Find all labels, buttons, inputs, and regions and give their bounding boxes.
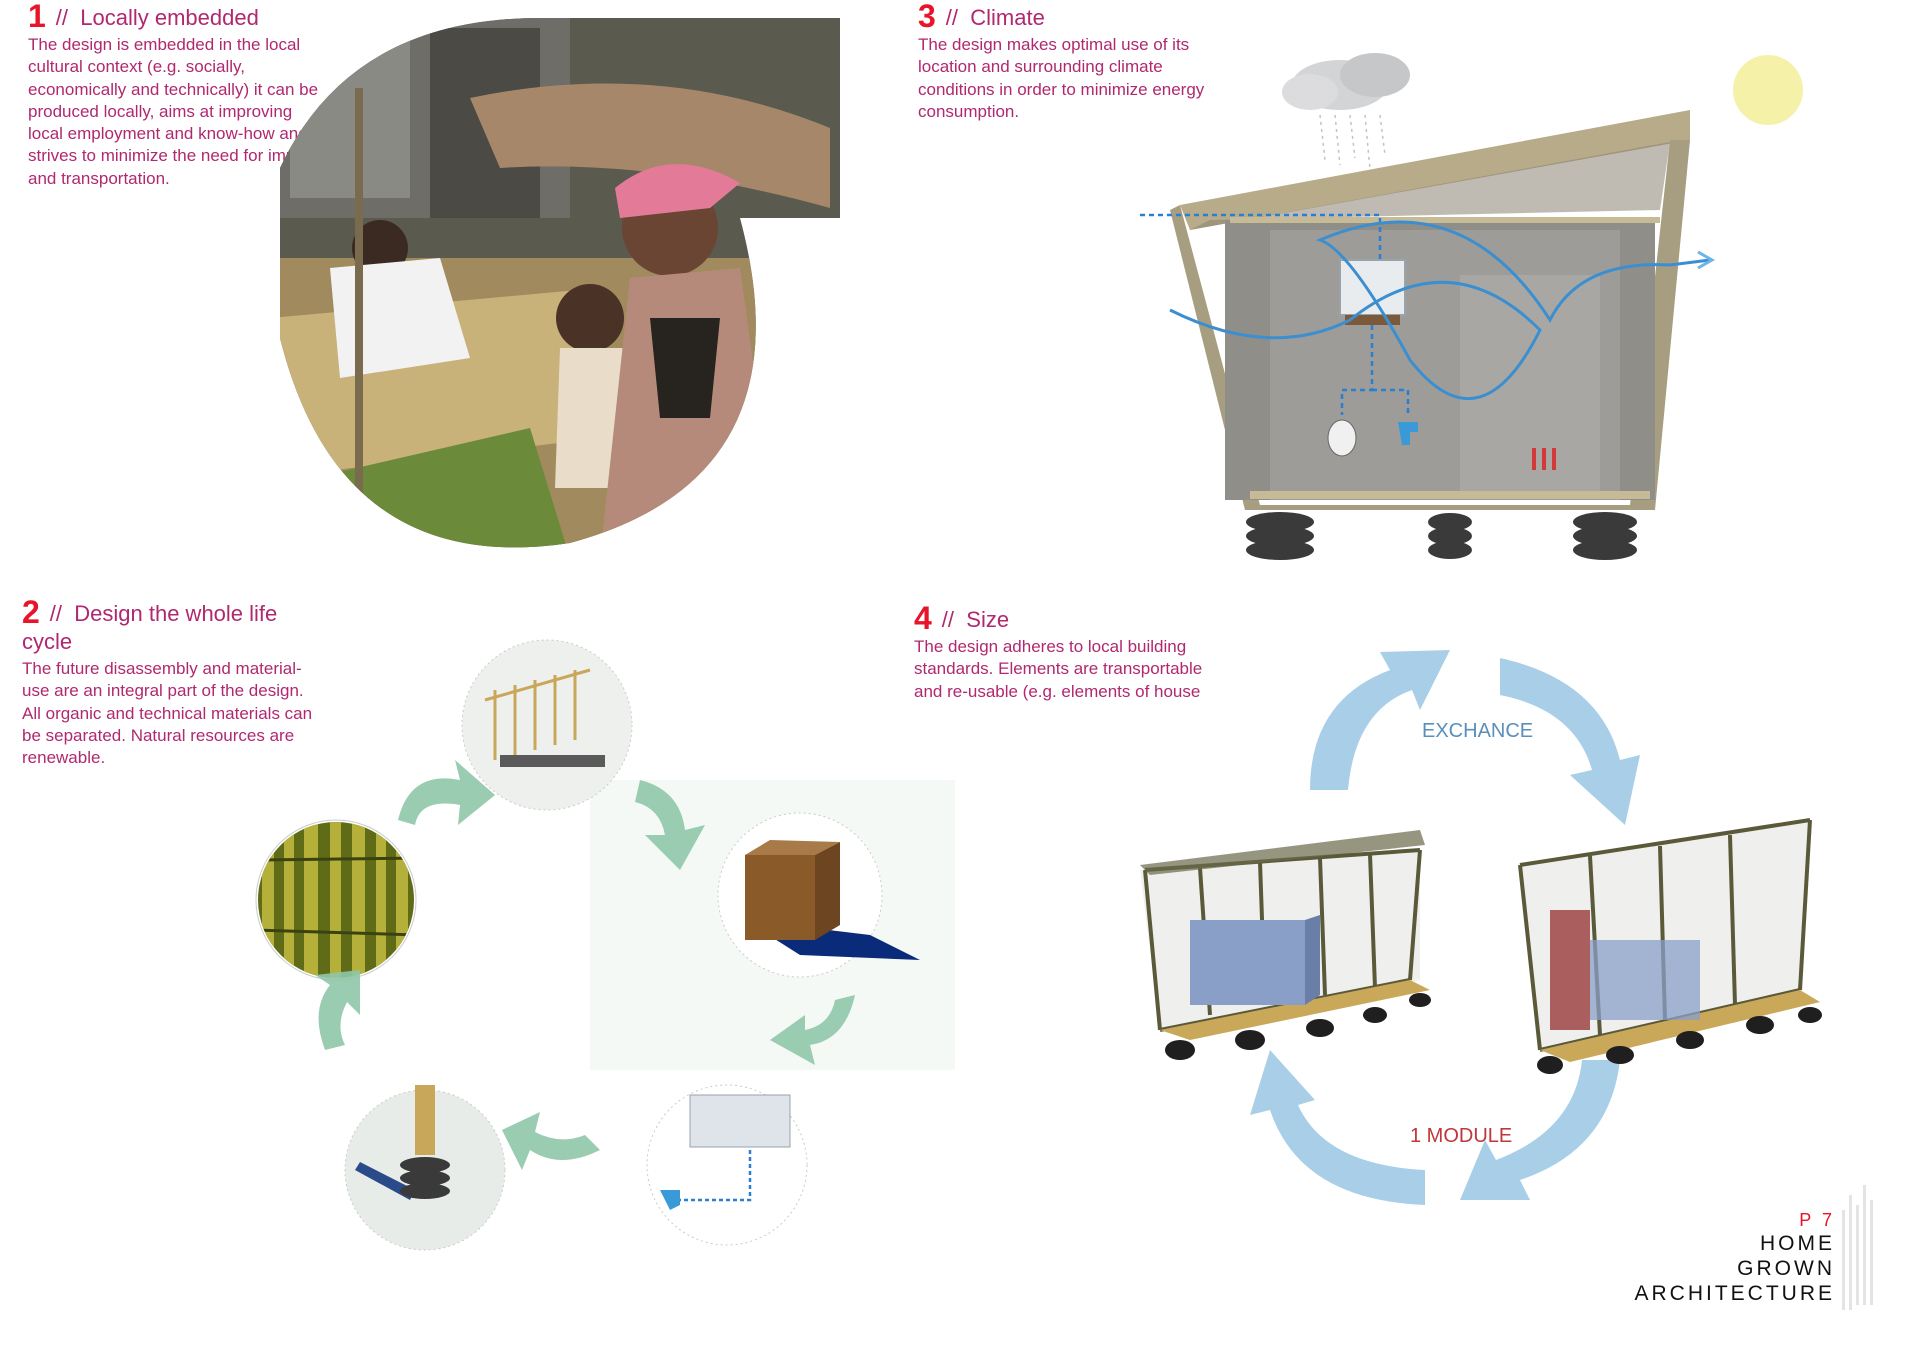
brand-bars-icon: [1842, 1185, 1873, 1310]
sun-icon: [1733, 55, 1803, 125]
tire-stack-right: [1573, 512, 1637, 560]
section-1-number: 1: [28, 0, 46, 34]
tire-stack-middle: [1428, 513, 1472, 559]
water-tank-icon: [646, 1084, 808, 1246]
brand-line-1: HOME: [1760, 1232, 1835, 1255]
module-exchange-diagram: [1140, 650, 1822, 1205]
tire-foundation-icon: [344, 1085, 506, 1251]
section-1-body: The design is embedded in the local cult…: [28, 35, 319, 188]
module-house: [1140, 830, 1431, 1060]
section-3-climate: 3 // Climate The design makes optimal use…: [918, 0, 1238, 123]
brand-block: P 7 HOME GROWN ARCHITECTURE: [1600, 1200, 1835, 1310]
section-3-heading: 3 // Climate: [918, 0, 1238, 34]
section-3-separator: //: [945, 5, 959, 30]
section-4-title: Size: [966, 607, 1010, 632]
brand-line-3: ARCHITECTURE: [1634, 1282, 1835, 1305]
section-3-number: 3: [918, 0, 936, 34]
people-photo: [280, 18, 840, 548]
section-3-title: Climate: [970, 5, 1045, 30]
section-2-life-cycle: 2 // Design the whole life cycle The futu…: [22, 596, 322, 769]
section-4-body: The design adheres to local building sta…: [914, 637, 1203, 701]
exchange-label: EXCHANCE: [1422, 720, 1534, 742]
section-1-locally-embedded: 1 // Locally embedded The design is embed…: [28, 0, 328, 190]
section-4-separator: //: [941, 607, 955, 632]
section-4-number: 4: [914, 600, 932, 636]
section-1-heading: 1 // Locally embedded: [28, 0, 328, 34]
section-4-heading: 4 // Size: [914, 602, 1234, 634]
section-2-separator: //: [49, 601, 63, 626]
tire-stack-left: [1246, 512, 1314, 560]
module-house-right: [1518, 818, 1822, 1074]
climate-house: [1140, 53, 1803, 560]
section-4-size: 4 // Size The design adheres to local bui…: [914, 602, 1234, 703]
section-2-body: The future disassembly and material-use …: [22, 659, 313, 768]
crate-icon: [717, 812, 920, 978]
section-3-body: The design makes optimal use of its loca…: [918, 35, 1205, 121]
section-2-title: Design the whole life cycle: [22, 601, 278, 654]
brand-line-2: GROWN: [1737, 1257, 1835, 1280]
module-label: 1 MODULE: [1410, 1125, 1513, 1147]
rain-cloud-icon: [1282, 53, 1410, 171]
section-1-separator: //: [55, 5, 69, 30]
frame-icon: [461, 639, 633, 811]
section-1-title: Locally embedded: [80, 5, 259, 30]
section-2-heading: 2 // Design the whole life cycle: [22, 596, 322, 656]
page-number: P 7: [1799, 1210, 1835, 1230]
section-2-number: 2: [22, 594, 40, 630]
life-cycle-diagram: [255, 639, 955, 1251]
bamboo-icon: [255, 819, 417, 981]
